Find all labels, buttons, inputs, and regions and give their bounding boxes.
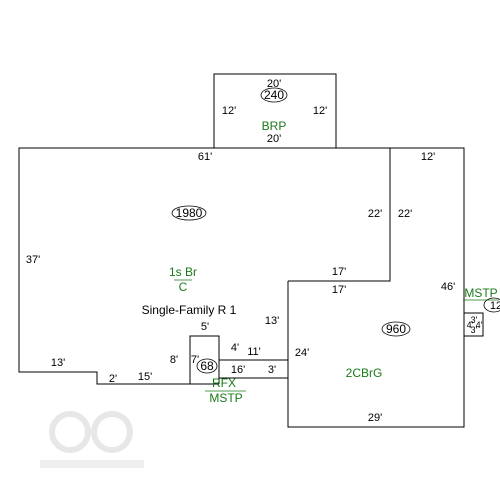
side-stoop-dim-d: 3' — [471, 325, 478, 335]
notch-7-dim: 7' — [191, 354, 199, 366]
porch-left-dim: 12' — [222, 105, 236, 117]
garage-area: 960 — [386, 322, 406, 336]
porch-code: BRP — [262, 119, 287, 133]
house-bottom-15-dim: 15' — [138, 371, 152, 383]
notch-8-dim: 8' — [170, 354, 178, 366]
small-porch-subcode: MSTP — [209, 391, 242, 405]
house-bottom-2-dim: 2' — [109, 373, 117, 385]
side-stoop-outline — [463, 312, 484, 337]
house-area-ellipse — [171, 205, 207, 221]
garage-outline — [287, 147, 465, 428]
porch-right-dim: 12' — [313, 105, 327, 117]
garage-bottom-dim: 29' — [368, 412, 382, 424]
small-porch-area: 68 — [200, 359, 214, 373]
garage-left-dim: 24' — [295, 347, 309, 359]
house-top-right-dim: 12' — [421, 151, 435, 163]
house-left-dim: 37' — [26, 254, 40, 266]
notch-11-dim: 11' — [247, 346, 261, 358]
porch-area: 240 — [264, 88, 284, 102]
side-stoop-dim-a: 3' — [471, 315, 478, 325]
house-right-step — [288, 148, 391, 282]
house-code: 1s Br — [169, 265, 197, 279]
porch-top-dim: 20' — [267, 78, 281, 90]
side-stoop-code: MSTP — [464, 286, 497, 300]
house-bottom-3-dim: 3' — [268, 364, 276, 376]
house-top-dim: 61' — [198, 151, 212, 163]
notch-5-dim: 5' — [201, 321, 209, 333]
garage-code: 2CBrG — [346, 366, 383, 380]
side-stoop-dim-b: 4' — [467, 320, 474, 330]
watermark-logo-icon — [40, 411, 144, 468]
house-right-outer-dim: 22' — [398, 208, 412, 220]
side-stoop-area-ellipse — [483, 297, 500, 313]
garage-area-ellipse — [381, 321, 411, 337]
porch-area-ellipse — [260, 87, 288, 103]
side-stoop-area: 12 — [490, 300, 500, 312]
small-porch-code: RFX — [212, 376, 236, 390]
house-bottom-13-dim: 13' — [51, 357, 65, 369]
house-inner-13-dim: 13' — [265, 315, 279, 327]
house-bottom-16-dim: 16' — [231, 364, 245, 376]
house-right-inner-dim: 22' — [368, 208, 382, 220]
small-porch-area-ellipse — [196, 358, 218, 374]
garage-top-dim: 17' — [332, 284, 346, 296]
notch-4-dim: 4' — [231, 342, 239, 354]
side-stoop-dim-c: 4' — [476, 320, 483, 330]
garage-right-dim: 46' — [441, 281, 455, 293]
house-area: 1980 — [176, 206, 203, 220]
house-step-dim: 17' — [332, 266, 346, 278]
porch-bottom-dim: 20' — [267, 133, 281, 145]
house-label: Single-Family R 1 — [142, 303, 237, 317]
house-outline — [18, 147, 390, 385]
house-subcode: C — [179, 280, 188, 294]
